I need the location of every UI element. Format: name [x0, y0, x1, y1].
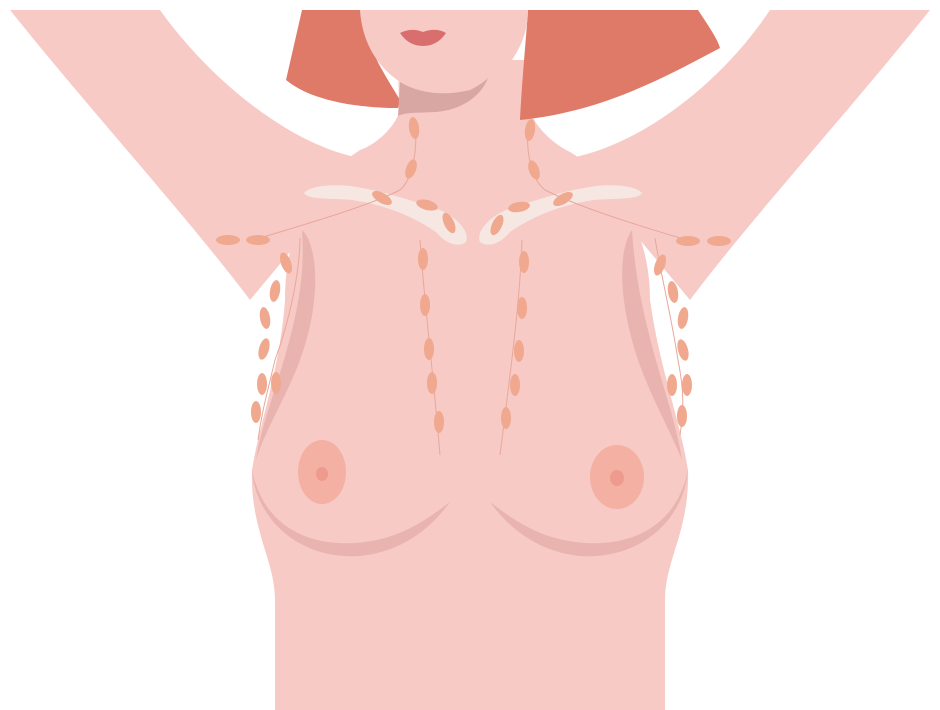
lymph-node	[676, 306, 690, 329]
lymph-node	[246, 235, 270, 245]
right-nipple	[610, 470, 624, 486]
lymph-node	[251, 401, 261, 423]
lymph-node	[268, 279, 282, 302]
lymph-node	[510, 374, 520, 396]
lymph-node	[501, 407, 511, 429]
lymph-node	[667, 374, 677, 396]
lymph-node	[258, 306, 272, 329]
lymph-node	[257, 373, 267, 395]
lymph-node	[420, 294, 430, 316]
lymph-node	[216, 235, 240, 245]
lymph-node	[434, 411, 444, 433]
left-nipple	[316, 467, 328, 481]
lymph-node	[427, 372, 437, 394]
lymph-node	[519, 251, 529, 273]
lymph-node	[676, 236, 700, 246]
lymph-node	[271, 372, 281, 394]
lymph-node	[517, 297, 527, 319]
lymph-node	[418, 248, 428, 270]
lymph-node	[514, 340, 524, 362]
lymph-node	[677, 405, 687, 427]
lymph-node	[707, 236, 731, 246]
lymph-node	[256, 337, 271, 361]
lymph-node	[682, 374, 692, 396]
lymph-node	[424, 338, 434, 360]
